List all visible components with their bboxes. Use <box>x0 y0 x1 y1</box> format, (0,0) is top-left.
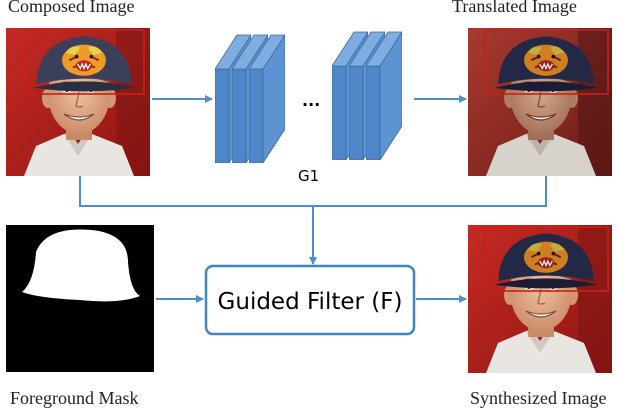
network-ellipsis: ... <box>302 91 320 110</box>
translated-image-label: Translated Image <box>452 0 577 16</box>
synthesized-highlight-box <box>483 226 609 292</box>
composed-highlight-box <box>23 29 145 95</box>
composed-image <box>6 28 150 176</box>
translated-image <box>468 28 612 176</box>
network-g1: ... G1 <box>215 31 402 185</box>
composed-image-label: Composed Image <box>8 0 134 16</box>
synthesized-image <box>468 225 612 373</box>
guided-filter-label: Guided Filter (F) <box>218 289 403 315</box>
foreground-mask-image <box>6 225 154 372</box>
foreground-mask-label: Foreground Mask <box>10 388 139 408</box>
guided-filter-box: Guided Filter (F) <box>204 264 416 336</box>
network-label: G1 <box>298 167 319 185</box>
translated-highlight-box <box>483 29 609 95</box>
synthesized-image-label: Synthesized Image <box>470 388 606 408</box>
